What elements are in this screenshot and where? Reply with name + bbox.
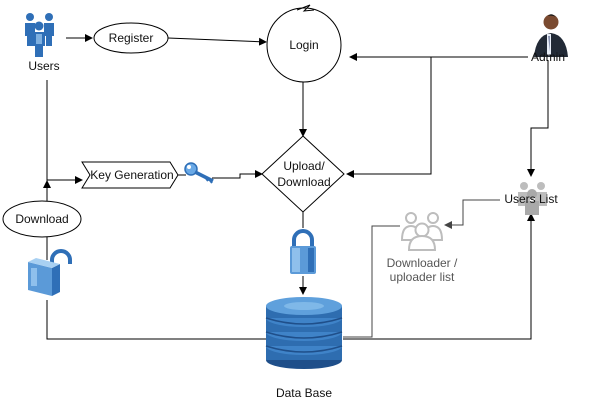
lock-closed-icon [290, 229, 316, 274]
edge-userslist-dllist [444, 199, 500, 229]
users-list-node: Users List [504, 182, 558, 215]
key-generation-node[interactable]: Key Generation [81, 161, 179, 189]
users-node: Users [25, 13, 60, 73]
users-list-label: Users List [504, 192, 558, 206]
edge-key-upload [212, 170, 263, 179]
register-node[interactable]: Register [93, 22, 169, 54]
downloader-list-icon [400, 212, 444, 251]
edge-admin-userslist [527, 60, 549, 177]
downloader-list-label-line2: uploader list [390, 270, 455, 284]
downloader-uploader-list-node: Downloader / uploader list [387, 212, 458, 284]
users-label: Users [28, 59, 59, 73]
register-label: Register [109, 31, 154, 45]
upload-download-diamond[interactable] [261, 135, 345, 213]
users-icon [25, 13, 54, 57]
download-label: Download [15, 212, 68, 226]
upload-download-label-line2: Download [277, 175, 330, 189]
edge-db-userslist [343, 213, 535, 340]
login-node[interactable]: Login [266, 4, 342, 83]
login-loop-marker [296, 4, 315, 12]
edge-db-download [46, 300, 266, 340]
admin-label: Admin [531, 50, 565, 64]
database-label: Data Base [276, 386, 332, 400]
download-ellipse[interactable] [2, 200, 82, 238]
key-generation-label: Key Generation [90, 168, 173, 182]
database-icon [265, 297, 343, 369]
admin-icon [534, 14, 568, 57]
edge-db-dllist [343, 225, 400, 338]
key-generation-shape[interactable] [81, 161, 179, 189]
edges [43, 34, 549, 340]
database-node: Data Base [265, 297, 343, 400]
edge-register-login [167, 37, 267, 46]
login-label: Login [289, 38, 318, 52]
download-node[interactable]: Download [2, 200, 82, 238]
admin-node: Admin [531, 14, 568, 64]
users-list-icon [518, 182, 547, 215]
edge-admin-upload [346, 57, 432, 178]
lock-open-icon [28, 249, 72, 296]
register-ellipse[interactable] [93, 22, 169, 54]
downloader-list-label-line1: Downloader / [387, 256, 458, 270]
login-circle[interactable] [266, 7, 342, 83]
upload-download-label-line1: Upload/ [283, 159, 325, 173]
upload-download-node[interactable]: Upload/ Download [261, 135, 345, 213]
key-icon [184, 162, 214, 184]
